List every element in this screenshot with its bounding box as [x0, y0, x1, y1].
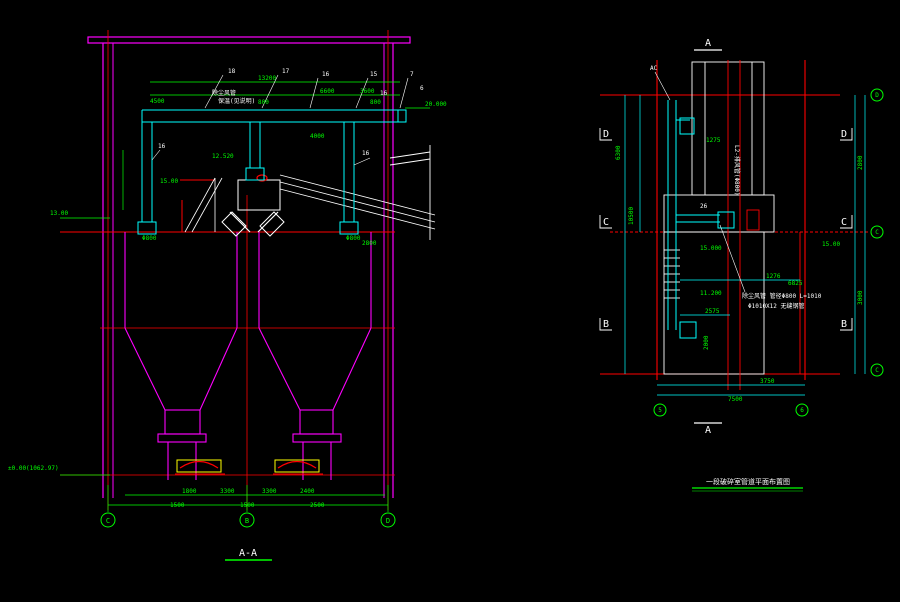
dim-span-2: 1500: [240, 502, 255, 509]
svg-text:B: B: [245, 517, 249, 525]
plan-vertical-label: L2-排风管(Φ800): [733, 145, 741, 196]
plan-axis-left-c: C: [603, 217, 609, 228]
plan-dimension-lines: [624, 95, 866, 396]
section-aa-view: C B D 18 17 16 15 7 6 16 16 16 13200: [8, 30, 447, 561]
plan-title: 一段破碎室管道平面布置图: [706, 477, 790, 486]
duct-note-line1: 除尘风管: [212, 89, 236, 97]
callout-16-right: 16: [380, 90, 388, 97]
dim-bottom-2: 3300: [220, 488, 235, 495]
callout-leaders: [151, 74, 409, 166]
dim-span-1: 1500: [170, 502, 185, 509]
plan-dim-left-vert-b: 10500: [628, 207, 635, 225]
section-mark-top: A: [705, 38, 711, 49]
stair-frame: [184, 177, 223, 233]
callout-7: 7: [410, 71, 414, 78]
section-mark-bottom: A: [705, 425, 711, 436]
callout-16-left: 16: [158, 143, 166, 150]
svg-text:6: 6: [800, 407, 804, 414]
plan-dim-h3: 2575: [705, 308, 720, 315]
dust-duct: [137, 109, 407, 235]
plan-walls: [600, 60, 870, 380]
dim-top-mid: 6600: [320, 88, 335, 95]
callout-15: 15: [370, 71, 378, 78]
plan-callout-ac: AC: [650, 65, 658, 72]
elev-platform: 13.00: [50, 210, 68, 217]
plan-dim-right-a: 2800: [857, 155, 864, 170]
axis-bubble-d: D: [380, 512, 396, 528]
svg-text:5: 5: [658, 407, 662, 414]
feeder-right: [273, 459, 323, 475]
plan-dim-bottom-a: 3750: [760, 378, 775, 385]
feeder-left: [175, 459, 225, 475]
plan-elev-c: 15.00: [822, 241, 840, 248]
crusher-chute: [180, 179, 285, 237]
dimension-lines: [60, 81, 430, 561]
plan-dim-h1: 1276: [766, 273, 781, 280]
svg-text:D: D: [875, 92, 879, 99]
section-title: A-A: [239, 548, 257, 559]
elev-floor-upper: 15.00: [160, 178, 178, 185]
callout-6: 6: [420, 85, 424, 92]
svg-text:C: C: [875, 367, 879, 374]
crusher-motor-red: [256, 174, 268, 182]
plan-dim-h2: 6825: [788, 280, 803, 287]
bin-structure: [124, 232, 372, 480]
callout-16-mid: 16: [362, 150, 370, 157]
plan-dim-bottom-b: 7500: [728, 396, 743, 403]
dim-bottom-4: 2400: [300, 488, 315, 495]
dim-vertical-b: 2800: [362, 240, 377, 247]
plan-dim-vertical-small: 2000: [703, 335, 710, 350]
plan-axis-left-b: B: [603, 319, 609, 330]
duct-note-line2: 保温(见说明): [218, 97, 255, 105]
belt-conveyor: [279, 145, 436, 240]
plan-annotation-leader: [719, 224, 746, 293]
elev-roof-ridge: 20.000: [425, 101, 447, 108]
axis-bubble-b: B: [239, 512, 255, 528]
roof-cap: [87, 36, 411, 44]
plan-elev-b: 11.200: [700, 290, 722, 297]
plan-view: A A: [599, 38, 884, 492]
plan-duct: [667, 100, 735, 339]
plan-dim-right-b: 3000: [857, 290, 864, 305]
dim-bottom-3: 3300: [262, 488, 277, 495]
plan-bubble-right-d: D: [870, 88, 884, 102]
callout-16-top: 16: [322, 71, 330, 78]
dim-label-small: 12.520: [212, 153, 234, 160]
plan-annotation-line1: 除尘风管 管径Φ800 L=1010: [742, 292, 822, 300]
svg-text:C: C: [875, 229, 879, 236]
plan-bubble-bottom-5: 5: [653, 403, 667, 417]
plan-axis-right-b: B: [841, 319, 847, 330]
dim-duct-size-right: Φ800: [346, 235, 361, 242]
dim-bottom-1: 1800: [182, 488, 197, 495]
plan-red-marks: [727, 60, 801, 390]
plan-axis-right-c: C: [841, 217, 847, 228]
plan-bubble-bottom-6: 6: [795, 403, 809, 417]
plan-annotation-line2: Φ1010X12 无缝钢管: [748, 302, 805, 310]
dim-small-a: 800: [258, 99, 269, 106]
plan-callout-26: 26: [700, 203, 708, 210]
plan-elev-a: 15.000: [700, 245, 722, 252]
plan-axis-right-d: D: [841, 129, 847, 140]
plan-bubble-right-c2: C: [870, 363, 884, 377]
elev-ground: ±0.00(1062.97): [8, 465, 59, 472]
svg-text:D: D: [386, 517, 390, 525]
dim-top-right: 3600: [360, 88, 375, 95]
axis-bubble-c: C: [100, 512, 116, 528]
plan-left-axis-marks: [599, 128, 853, 331]
plan-callout-ac-leader: [654, 71, 671, 101]
callout-18: 18: [228, 68, 236, 75]
dim-duct-size-left: Φ800: [142, 235, 157, 242]
plan-bubble-right-c1: C: [870, 225, 884, 239]
dim-span-3: 2500: [310, 502, 325, 509]
dim-vertical-a: 4000: [310, 133, 325, 140]
dim-top-left: 13200: [258, 75, 276, 82]
plan-axis-left-d: D: [603, 129, 609, 140]
svg-text:C: C: [106, 517, 110, 525]
plan-dim-top: 1275: [706, 137, 721, 144]
callout-17: 17: [282, 68, 290, 75]
plan-dim-left-vert-a: 6300: [615, 145, 622, 160]
dim-left-drop: 4500: [150, 98, 165, 105]
dim-small-b: 800: [370, 99, 381, 106]
